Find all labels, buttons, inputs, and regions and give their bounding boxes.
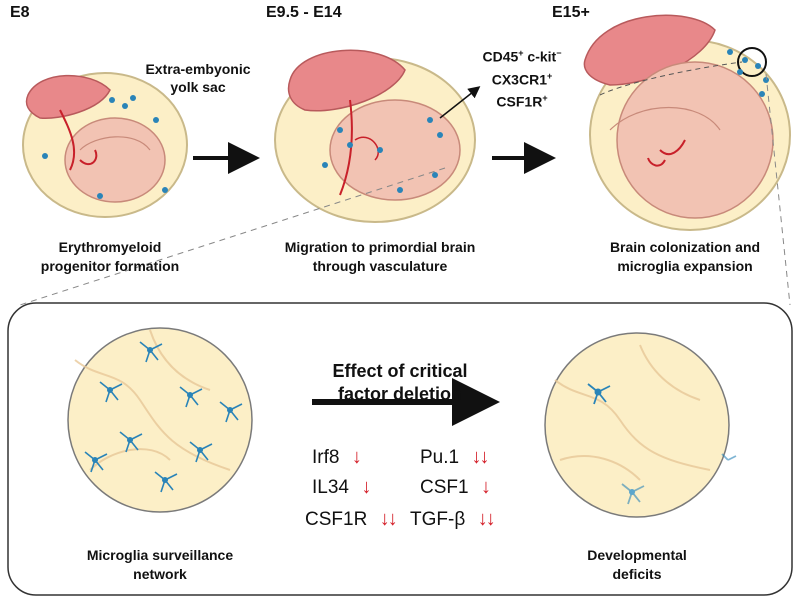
factor-irf8-name: Irf8	[312, 447, 340, 468]
caption-left-circle-line1: Microglia surveillance	[86, 547, 234, 563]
yolk-sac-label-line2: yolk sac	[170, 79, 226, 95]
factor-csf1-name: CSF1	[420, 477, 469, 498]
caption-left-circle-line2: network	[133, 566, 187, 582]
stage-label-e9-e14: E9.5 - E14	[266, 4, 342, 21]
caption-e15-line2: microglia expansion	[617, 258, 753, 274]
e9-e14-embryo-illustration	[274, 49, 481, 223]
caption-e15: Brain colonization and microglia expansi…	[575, 238, 795, 276]
factor-irf8: Irf8 ↓	[312, 446, 362, 469]
marker-list: CD45+ c-kit− CX3CR1+ CSF1R+	[466, 44, 578, 112]
marker-ckit: c-kit	[523, 48, 557, 65]
factor-csf1: CSF1 ↓	[420, 476, 491, 499]
factor-pu1: Pu.1 ↓↓	[420, 446, 490, 469]
caption-right-circle-line1: Developmental	[587, 547, 687, 563]
caption-e8-line1: Erythromyeloid	[58, 239, 162, 255]
factor-irf8-arrows: ↓	[351, 446, 362, 468]
marker-line-1: CD45+ c-kit−	[466, 44, 578, 67]
marker-cd45: CD45	[482, 48, 519, 65]
stage-label-e15: E15+	[552, 4, 590, 21]
marker-line-3: CSF1R+	[466, 89, 578, 112]
marker-csf1r-sup: +	[542, 93, 548, 104]
caption-e15-line1: Brain colonization and	[609, 239, 761, 255]
factor-il34-arrows: ↓	[361, 476, 371, 498]
caption-left-circle: Microglia surveillance network	[60, 546, 260, 584]
factor-tgfb-name: TGF-β	[410, 509, 466, 530]
marker-csf1r: CSF1R	[496, 93, 543, 110]
factor-pu1-name: Pu.1	[420, 447, 460, 468]
factor-il34: IL34 ↓	[312, 476, 371, 499]
caption-e8: Erythromyeloid progenitor formation	[10, 238, 210, 276]
caption-e9-e14: Migration to primordial brain through va…	[255, 238, 505, 276]
deficits-circle	[544, 332, 737, 518]
marker-cd45-sup: +	[518, 48, 524, 58]
caption-right-circle: Developmental deficits	[537, 546, 737, 584]
marker-cx3cr1-sup: +	[546, 70, 553, 81]
factor-csf1r-name: CSF1R	[305, 509, 368, 530]
factor-il34-name: IL34	[312, 477, 349, 498]
marker-line-2: CX3CR1+	[466, 67, 578, 90]
effect-title-line1: Effect of critical	[332, 361, 468, 381]
factor-csf1r-arrows: ↓↓	[379, 508, 398, 530]
caption-e8-line2: progenitor formation	[40, 258, 180, 274]
caption-right-circle-line2: deficits	[612, 566, 662, 582]
microglia-network-circle	[67, 327, 253, 513]
stage-label-e8: E8	[10, 4, 30, 21]
factor-pu1-arrows: ↓↓	[471, 446, 490, 468]
factor-csf1-arrows: ↓	[481, 476, 491, 498]
e8-embryo-illustration	[22, 72, 188, 218]
caption-e9-e14-line1: Migration to primordial brain	[284, 239, 476, 255]
caption-e9-e14-line2: through vasculature	[312, 258, 448, 274]
effect-title-line2: factor deletion	[337, 384, 462, 404]
factor-tgfb: TGF-β ↓↓	[410, 508, 496, 531]
zoom-line-left	[19, 167, 446, 306]
marker-ckit-sup: −	[556, 48, 562, 58]
e15-embryo-illustration	[583, 14, 791, 231]
factor-tgfb-arrows: ↓↓	[477, 508, 496, 530]
effect-title: Effect of critical factor deletion	[300, 360, 500, 406]
zoom-line-right	[765, 73, 791, 306]
yolk-sac-label-line1: Extra-embyonic	[145, 61, 251, 77]
yolk-sac-label: Extra-embyonic yolk sac	[128, 60, 268, 96]
factor-csf1r: CSF1R ↓↓	[305, 508, 398, 531]
marker-cx3cr1: CX3CR1	[491, 71, 547, 88]
